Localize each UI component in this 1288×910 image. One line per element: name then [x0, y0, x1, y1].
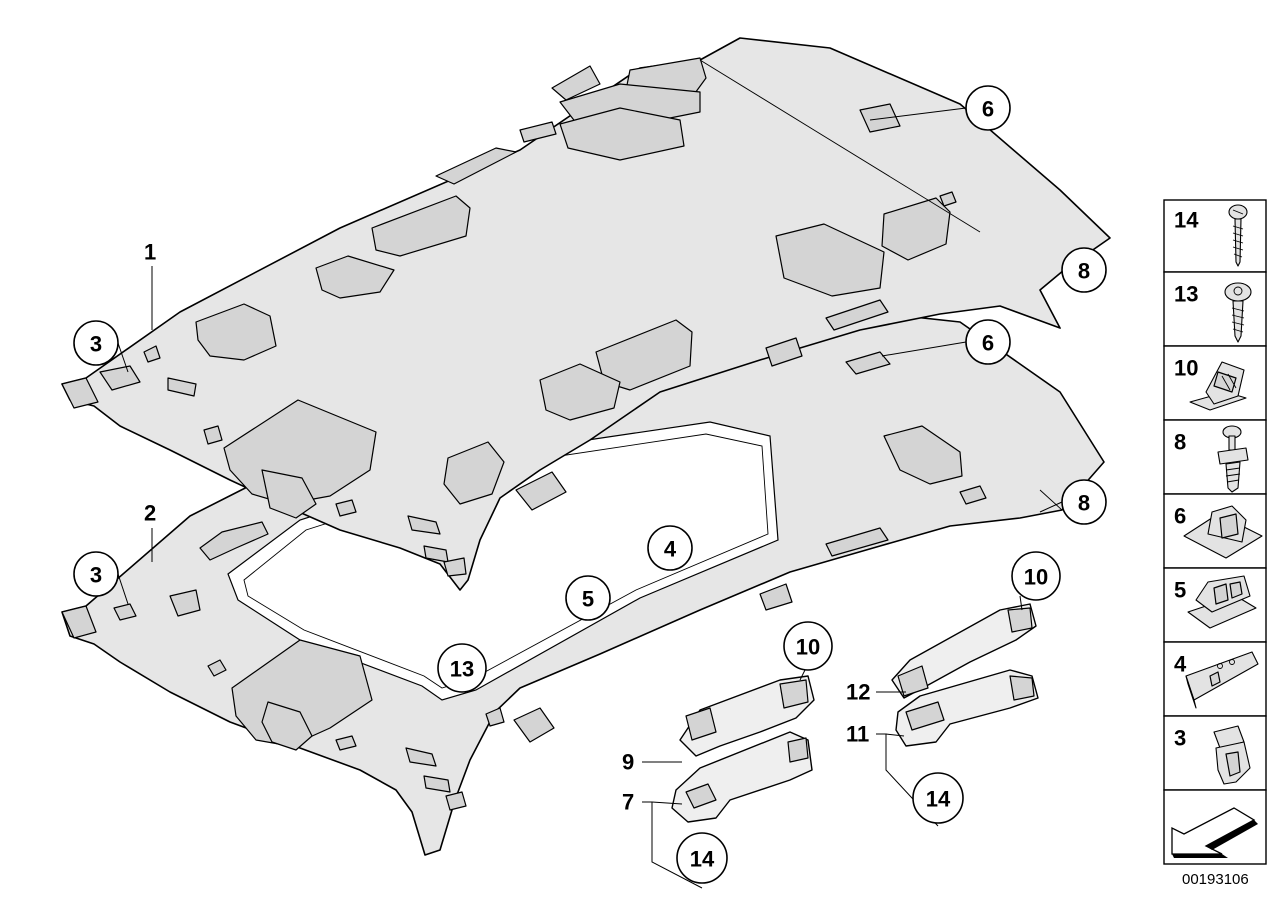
- grab-handle-rear-lower: [671, 731, 813, 823]
- callout-number: 14: [926, 787, 951, 812]
- callout-10-rear: 10: [783, 621, 833, 671]
- callout-4: 4: [647, 525, 693, 571]
- callout-14-front: 14: [912, 772, 964, 824]
- legend-box-13: [1163, 271, 1267, 347]
- callout-number: 10: [796, 635, 820, 660]
- callout-8-upper: 8: [1061, 247, 1107, 293]
- spring-clip-icon: [1183, 505, 1263, 559]
- callout-6-lower: 6: [965, 319, 1011, 365]
- label-part-7: 7: [622, 790, 634, 815]
- callout-number: 3: [90, 563, 102, 588]
- callout-8-lower: 8: [1061, 479, 1107, 525]
- label-part-11: 11: [846, 722, 869, 747]
- callout-5: 5: [565, 575, 611, 621]
- arrow-icon: [1171, 807, 1258, 858]
- callout-number: 6: [982, 97, 994, 122]
- clip-block-icon: [1187, 575, 1257, 629]
- callout-13: 13: [437, 643, 487, 693]
- label-part-9: 9: [622, 750, 634, 775]
- callout-number: 8: [1078, 259, 1090, 284]
- headliner-standard: [61, 37, 1111, 591]
- legend-number-5: 5: [1174, 578, 1186, 603]
- callout-6-upper: 6: [965, 85, 1011, 131]
- legend-box-8: [1163, 419, 1267, 495]
- label-part-12: 12: [846, 680, 870, 705]
- callout-14-rear: 14: [676, 832, 728, 884]
- grab-handle-rear-upper: [679, 675, 815, 757]
- callout-number: 6: [982, 331, 994, 356]
- callout-10-front: 10: [1011, 551, 1061, 601]
- tapping-screw-icon: [1224, 282, 1252, 343]
- callout-3-upper: 3: [73, 320, 119, 366]
- legend-box-3: [1163, 715, 1267, 791]
- legend-number-10: 10: [1174, 356, 1198, 381]
- grab-handle-front-upper: [891, 603, 1037, 699]
- legend-number-4: 4: [1174, 652, 1187, 677]
- label-part-1: 1: [144, 240, 156, 265]
- expanding-clip-icon: [1213, 725, 1251, 785]
- callout-number: 4: [664, 537, 677, 562]
- callout-number: 3: [90, 332, 102, 357]
- legend-box-14: [1163, 199, 1267, 273]
- callout-number: 10: [1024, 565, 1048, 590]
- legend-number-14: 14: [1174, 208, 1199, 233]
- callout-number: 14: [690, 847, 715, 872]
- push-rivet-icon: [1217, 425, 1249, 493]
- screw-icon: [1228, 204, 1248, 267]
- callout-number: 13: [450, 657, 474, 682]
- retaining-strip-icon: [1185, 651, 1259, 709]
- legend-number-3: 3: [1174, 726, 1186, 751]
- callout-3-lower: 3: [73, 551, 119, 597]
- legend-number-8: 8: [1174, 430, 1186, 455]
- label-part-2: 2: [144, 501, 156, 526]
- legend-column: 14 13 10 8 6 5 4 3: [1163, 199, 1267, 865]
- legend-number-13: 13: [1174, 282, 1198, 307]
- callout-number: 8: [1078, 491, 1090, 516]
- callout-number: 5: [582, 587, 594, 612]
- clip-icon: [1189, 361, 1247, 411]
- legend-number-6: 6: [1174, 504, 1186, 529]
- document-number: 00193106: [1182, 871, 1249, 888]
- leader-lines: [117, 107, 1065, 889]
- grab-handle-front-lower: [895, 669, 1039, 747]
